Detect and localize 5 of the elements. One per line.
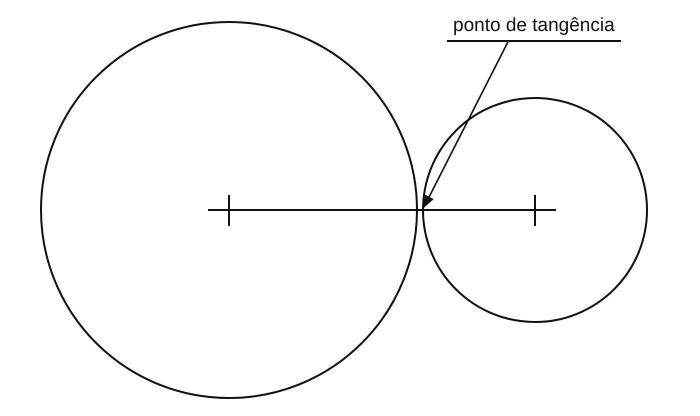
circle bbox=[422, 97, 648, 323]
leader-line bbox=[423, 42, 509, 208]
circle bbox=[40, 21, 418, 399]
callout-label: ponto de tangência bbox=[447, 15, 621, 42]
center-line bbox=[208, 209, 556, 211]
